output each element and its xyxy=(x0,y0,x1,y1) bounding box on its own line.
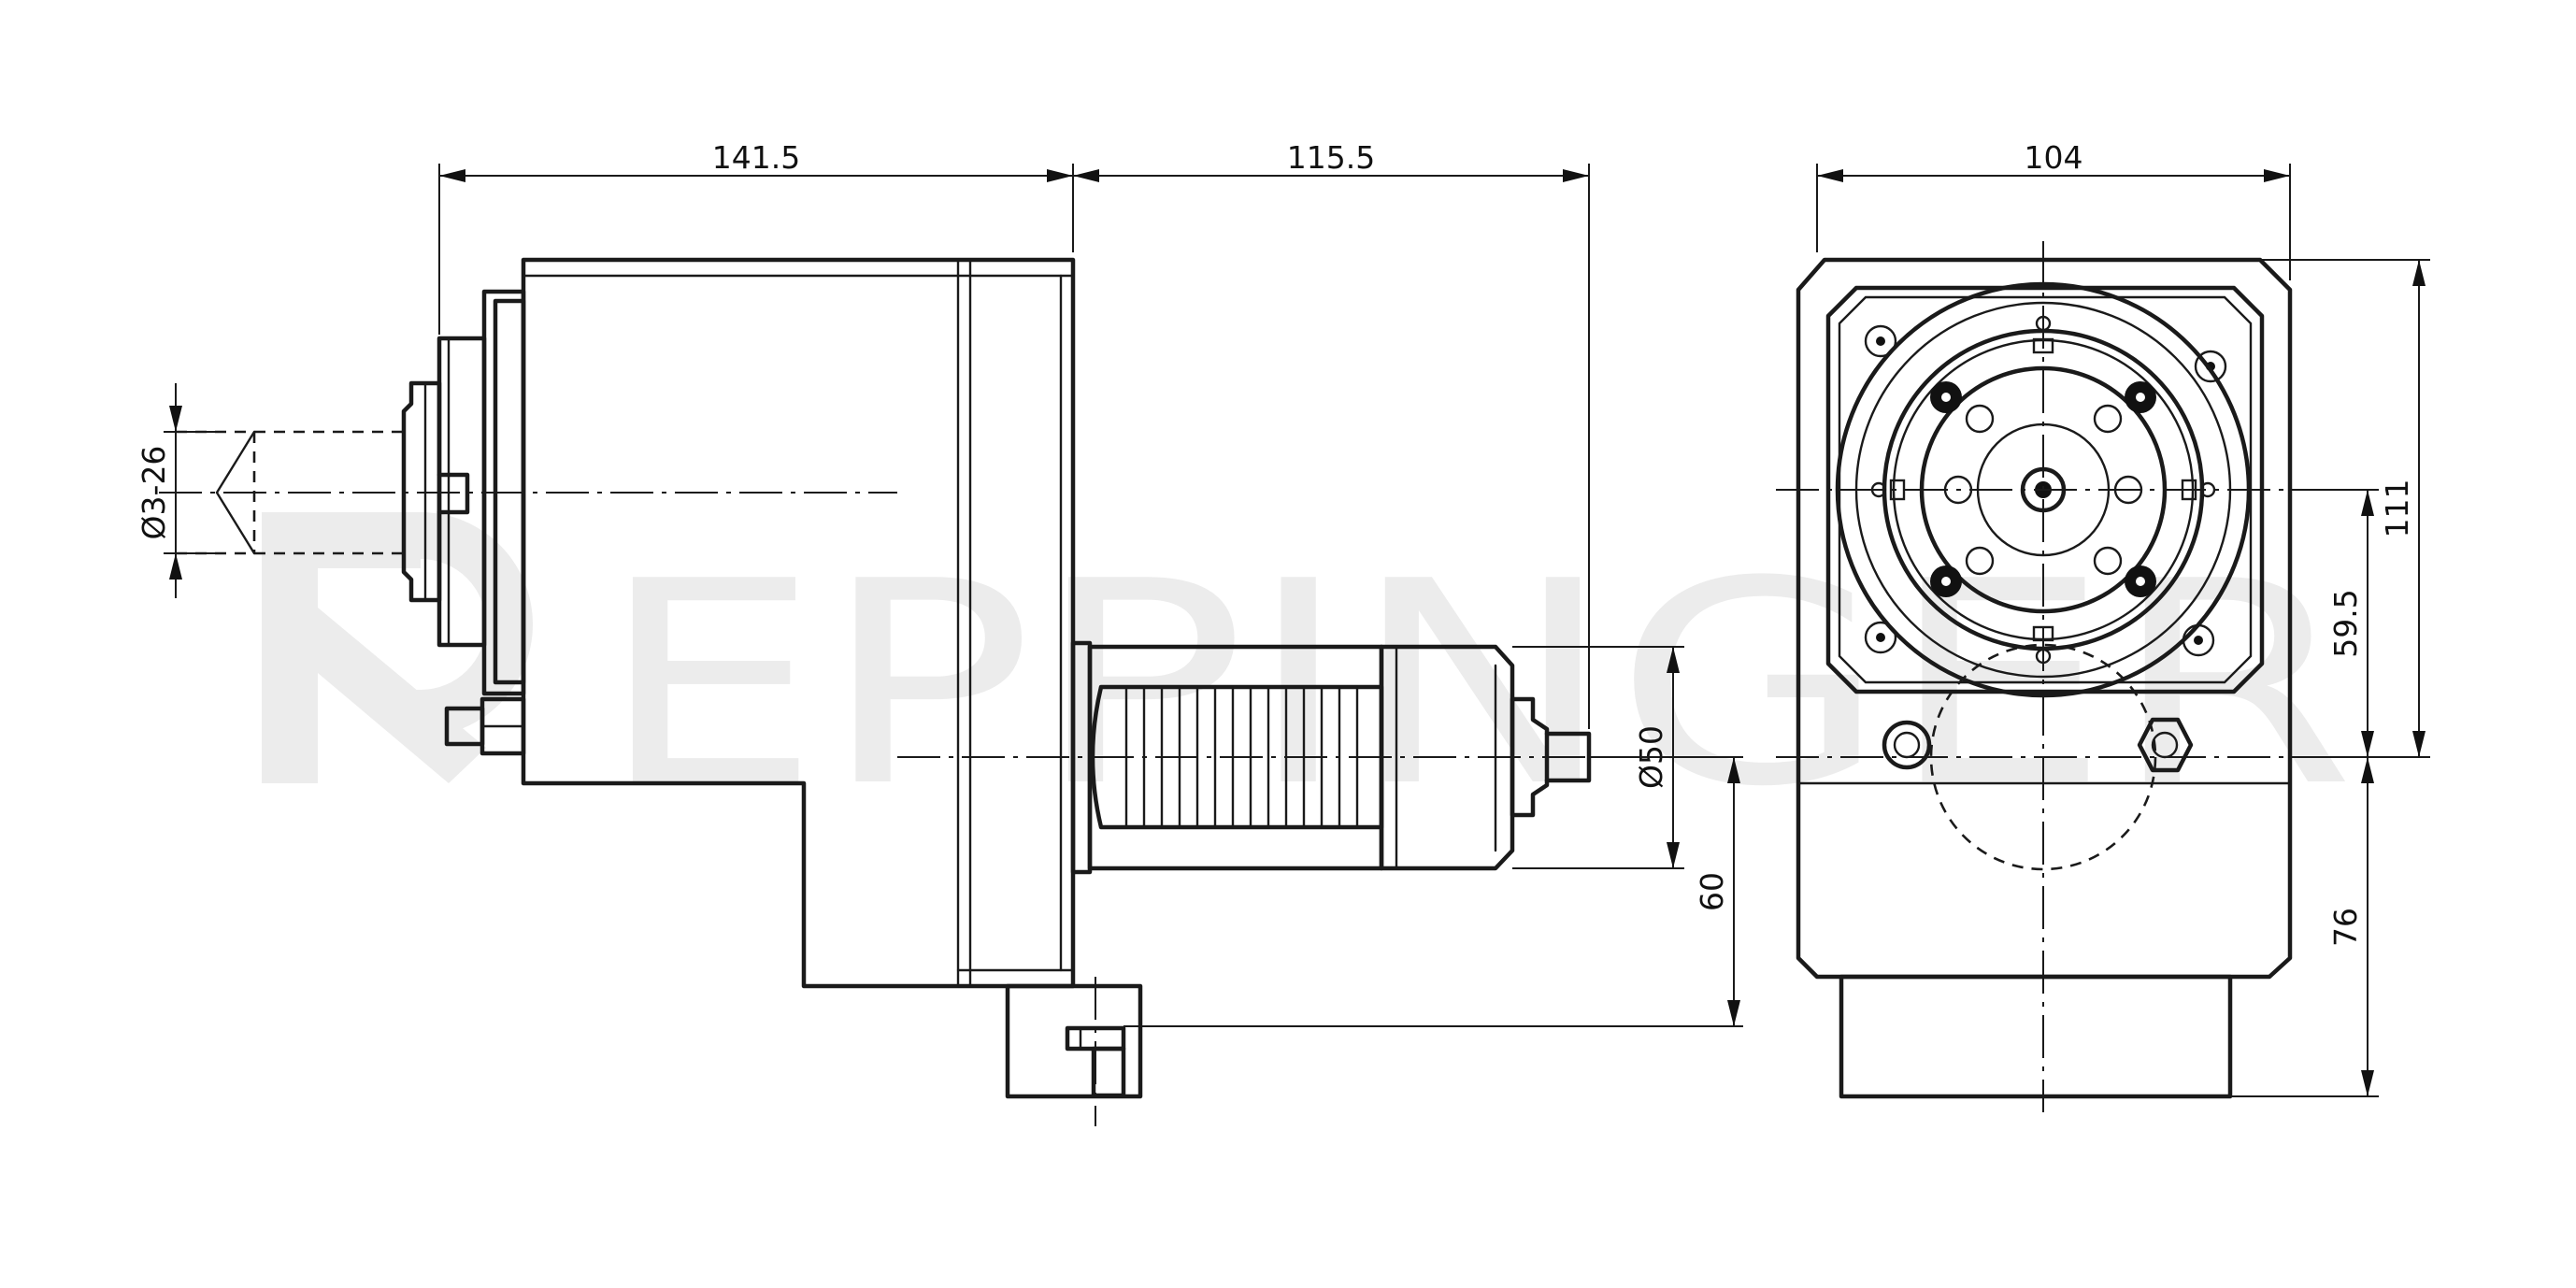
front-bolt xyxy=(1864,324,2227,657)
svg-text:104: 104 xyxy=(2025,139,2083,176)
front-centerlines xyxy=(1776,241,2309,1112)
svg-text:Ø3-26: Ø3-26 xyxy=(136,446,172,540)
dim-front-lower-height: 76 xyxy=(2230,757,2379,1097)
svg-text:141.5: 141.5 xyxy=(712,139,800,176)
side-housing xyxy=(521,257,1076,989)
watermark-text: EPPINGER xyxy=(598,522,2355,848)
front-face-bolt xyxy=(1930,381,2156,597)
dim-center-height: 60 xyxy=(1123,756,1743,1027)
dim-tool-range: Ø3-26 xyxy=(136,383,217,598)
watermark: EPPINGER xyxy=(262,512,2355,848)
dim-side-length-left: 141.5 xyxy=(438,139,1074,335)
dim-front-width: 104 xyxy=(1816,139,2291,280)
front-hidden-spindle xyxy=(1929,643,2157,871)
svg-text:59.5: 59.5 xyxy=(2327,589,2364,657)
side-view xyxy=(159,257,1617,1126)
dimensions: 141.5 115.5 Ø3-26 Ø50 xyxy=(136,139,2430,1097)
front-view xyxy=(1776,241,2309,1112)
side-screw xyxy=(444,696,526,756)
dim-side-length-right: 115.5 xyxy=(1073,139,1590,729)
dim-front-height: 111 xyxy=(2260,259,2430,758)
dim-front-axis-height: 59.5 xyxy=(2309,489,2379,757)
side-spindle xyxy=(1070,640,1592,875)
svg-text:115.5: 115.5 xyxy=(1287,139,1375,176)
svg-text:60: 60 xyxy=(1694,872,1730,911)
side-centerlines xyxy=(159,492,1617,1126)
side-bottom-clamp xyxy=(1005,983,1143,1099)
front-lower-screw xyxy=(1882,717,2194,773)
svg-text:76: 76 xyxy=(2327,908,2364,947)
svg-text:111: 111 xyxy=(2379,479,2415,538)
